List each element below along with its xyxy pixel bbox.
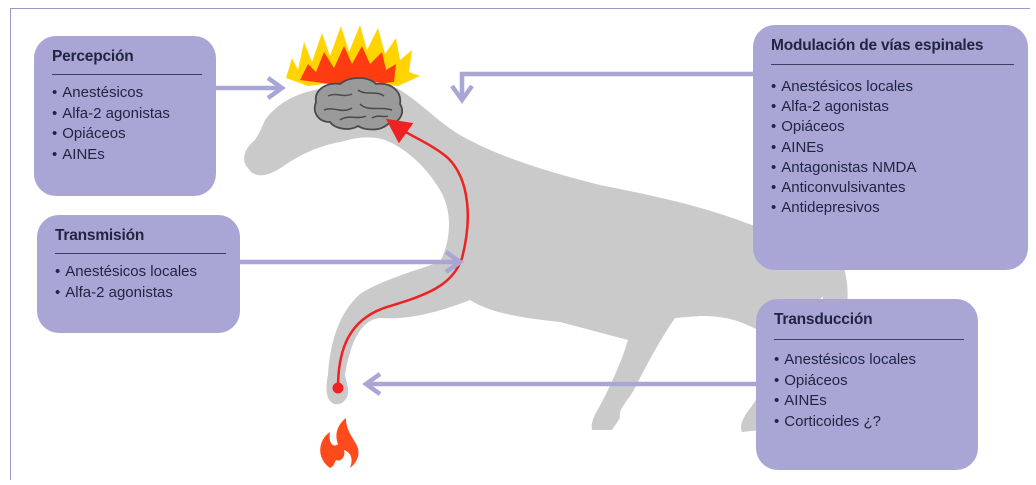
flame-icon bbox=[320, 418, 358, 468]
drug-list: Anestésicos Alfa-2 agonistas Opiáceos AI… bbox=[52, 83, 202, 165]
drug-item: Opiáceos bbox=[52, 124, 202, 145]
pain-burst-icon bbox=[286, 25, 420, 86]
box-title: Modulación de vías espinales bbox=[771, 37, 1014, 65]
drug-item: AINEs bbox=[774, 391, 964, 412]
drug-item: Alfa-2 agonistas bbox=[52, 104, 202, 125]
box-title: Transmisión bbox=[55, 227, 226, 254]
arrow-percepcion bbox=[216, 78, 282, 98]
box-transduccion: Transducción Anestésicos locales Opiáceo… bbox=[756, 299, 978, 470]
drug-item: Anestésicos bbox=[52, 83, 202, 104]
drug-item: Opiáceos bbox=[774, 371, 964, 392]
drug-list: Anestésicos locales Alfa-2 agonistas bbox=[55, 262, 226, 303]
drug-item: Alfa-2 agonistas bbox=[771, 97, 1014, 117]
drug-item: Opiáceos bbox=[771, 117, 1014, 137]
drug-list: Anestésicos locales Alfa-2 agonistas Opi… bbox=[771, 77, 1014, 218]
drug-item: Antagonistas NMDA bbox=[771, 158, 1014, 178]
box-title: Percepción bbox=[52, 48, 202, 75]
box-modulacion: Modulación de vías espinales Anestésicos… bbox=[753, 25, 1028, 270]
drug-item: Anestésicos locales bbox=[774, 350, 964, 371]
brain-icon bbox=[315, 78, 402, 130]
drug-item: Alfa-2 agonistas bbox=[55, 283, 226, 304]
drug-item: AINEs bbox=[771, 138, 1014, 158]
drug-item: Anestésicos locales bbox=[771, 77, 1014, 97]
drug-item: Corticoides ¿? bbox=[774, 412, 964, 433]
drug-item: Anestésicos locales bbox=[55, 262, 226, 283]
box-percepcion: Percepción Anestésicos Alfa-2 agonistas … bbox=[34, 36, 216, 196]
arrow-transduccion bbox=[366, 374, 756, 394]
box-transmision: Transmisión Anestésicos locales Alfa-2 a… bbox=[37, 215, 240, 333]
arrow-modulacion bbox=[452, 74, 753, 100]
drug-item: AINEs bbox=[52, 145, 202, 166]
drug-item: Antidepresivos bbox=[771, 198, 1014, 218]
drug-item: Anticonvulsivantes bbox=[771, 178, 1014, 198]
drug-list: Anestésicos locales Opiáceos AINEs Corti… bbox=[774, 350, 964, 432]
pain-origin-dot bbox=[333, 383, 344, 394]
box-title: Transducción bbox=[774, 311, 964, 340]
